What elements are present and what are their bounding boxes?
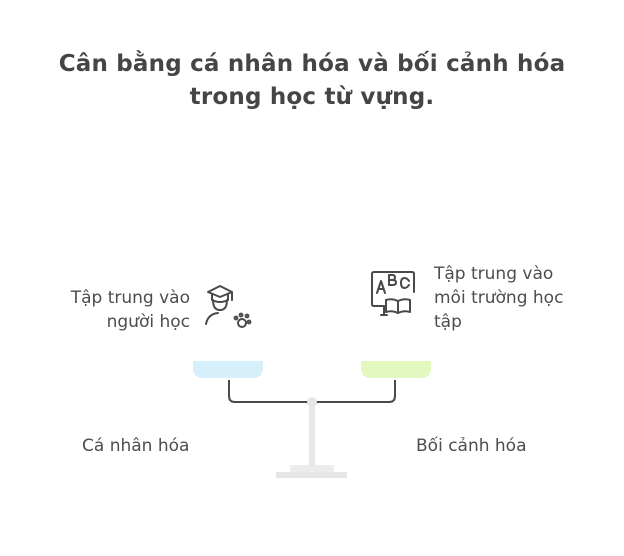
scale-pivot — [307, 397, 317, 407]
left-pan — [193, 361, 263, 378]
left-label: Cá nhân hóa — [82, 436, 190, 456]
page-title: Cân bằng cá nhân hóa và bối cảnh hóa tro… — [0, 48, 624, 114]
abc-book-icon — [371, 271, 415, 316]
title-line-1: Cân bằng cá nhân hóa và bối cảnh hóa — [58, 51, 566, 77]
right-description-line-3: tập — [434, 312, 462, 332]
left-description-line-1: Tập trung vào — [70, 288, 190, 308]
left-description: Tập trung vào người học — [20, 286, 190, 334]
left-description-line-2: người học — [106, 312, 190, 332]
right-pan — [361, 361, 431, 378]
learner-graduate-icon — [205, 285, 252, 328]
scale-pole — [309, 404, 315, 466]
scale-foot — [290, 465, 334, 472]
right-description-line-1: Tập trung vào — [434, 264, 554, 284]
right-description-line-2: môi trường học — [434, 288, 564, 308]
right-description: Tập trung vào môi trường học tập — [434, 262, 614, 334]
right-label: Bối cảnh hóa — [416, 436, 527, 456]
title-line-2: trong học từ vựng. — [189, 84, 435, 110]
scale-base — [276, 472, 347, 478]
